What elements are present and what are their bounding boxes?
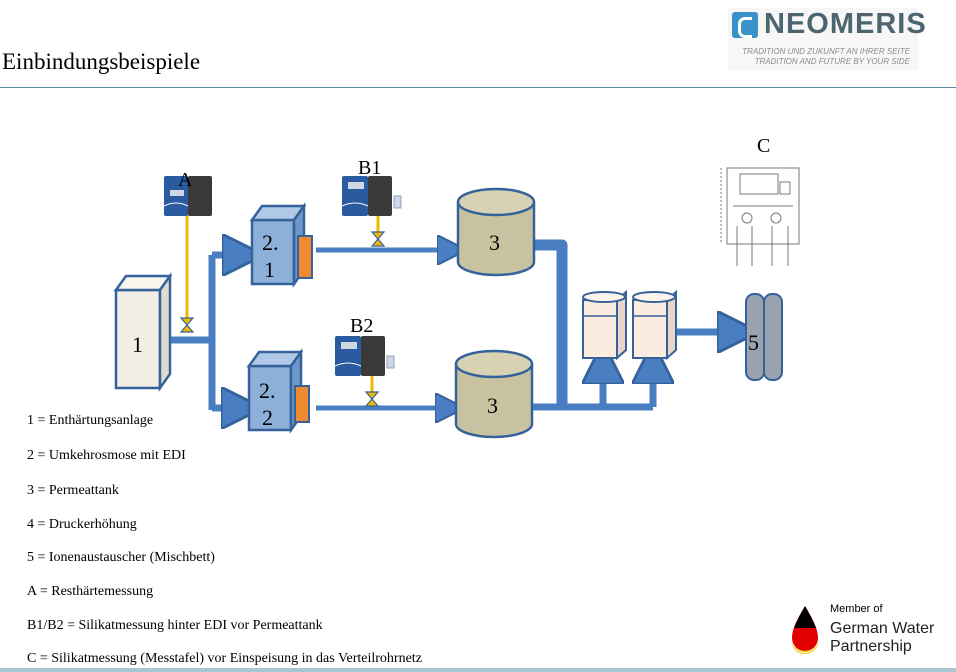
tank-bottom-label: 3 [487, 393, 498, 418]
pipes [170, 245, 738, 410]
analyzer-b2: B2 [334, 315, 395, 376]
germany-drop-icon [792, 606, 818, 654]
brand-logo: NEOMERIS TRADITION UND ZUKUNFT AN IHRER … [728, 8, 926, 70]
partner-member-of: Member of [830, 603, 883, 615]
brand-name: NEOMERIS [764, 8, 927, 40]
legend-item: 4 = Druckerhöhung [27, 517, 137, 532]
legend-item: 1 = Enthärtungsanlage [27, 413, 154, 428]
legend-item: 3 = Permeattank [27, 483, 119, 498]
partner-name-line1: German Water [830, 620, 935, 637]
legend-item: C = Silikatmessung (Messtafel) vor Einsp… [27, 651, 422, 666]
valve-b1-icon [370, 231, 386, 247]
unit-1-label: 1 [132, 332, 143, 357]
ro-unit-2-2: 2. 2 [246, 348, 310, 434]
brand-tagline-en: TRADITION AND FUTURE BY YOUR SIDE [754, 57, 910, 66]
legend-item: B1/B2 = Silikatmessung hinter EDI vor Pe… [27, 618, 323, 633]
valves [179, 231, 386, 407]
softener-unit: 1 [113, 272, 173, 392]
neomeris-logo-icon [732, 12, 758, 38]
booster-unit-1 [582, 289, 627, 361]
legend-item: A = Resthärtemessung [27, 584, 154, 599]
edi-module-1 [297, 235, 313, 279]
permeate-tank-bottom: 3 [454, 349, 534, 439]
valve-b2-icon [364, 391, 380, 407]
partner-name-line2: Partnership [830, 638, 912, 655]
unit-22-label-a: 2. [259, 378, 276, 403]
tank-top-label: 3 [489, 230, 500, 255]
analyzer-b2-label: B2 [350, 315, 373, 337]
unit-21-label-b: 1 [264, 257, 275, 282]
unit-5-label: 5 [748, 330, 759, 355]
analyzer-a-label: A [178, 169, 193, 191]
edi-module-2 [294, 385, 310, 423]
analyzer-a: A [163, 169, 212, 216]
panel-c-label: C [757, 135, 770, 157]
analyzer-b1: B1 [341, 157, 402, 216]
valve-a-icon [179, 317, 195, 333]
title-divider [0, 87, 956, 88]
brand-tagline-de: TRADITION UND ZUKUNFT AN IHRER SEITE [742, 47, 910, 56]
pipe-tank-top-out [533, 239, 568, 405]
ion-exchanger: 5 [745, 293, 783, 381]
unit-22-label-b: 2 [262, 405, 273, 430]
bottom-strip [0, 668, 956, 672]
booster-unit-2 [632, 289, 677, 361]
german-water-partnership-logo: Member of German Water Partnership [780, 600, 956, 660]
analyzer-b1-label: B1 [358, 157, 381, 179]
measurement-panel-c: C [720, 135, 800, 266]
legend-item: 5 = Ionenaustauscher (Mischbett) [27, 550, 215, 565]
permeate-tank-top: 3 [456, 187, 536, 277]
page-title: Einbindungsbeispiele [2, 49, 201, 74]
ro-unit-2-1: 2. 1 [249, 202, 313, 288]
legend-item: 2 = Umkehrosmose mit EDI [27, 448, 186, 463]
unit-21-label-a: 2. [262, 230, 279, 255]
